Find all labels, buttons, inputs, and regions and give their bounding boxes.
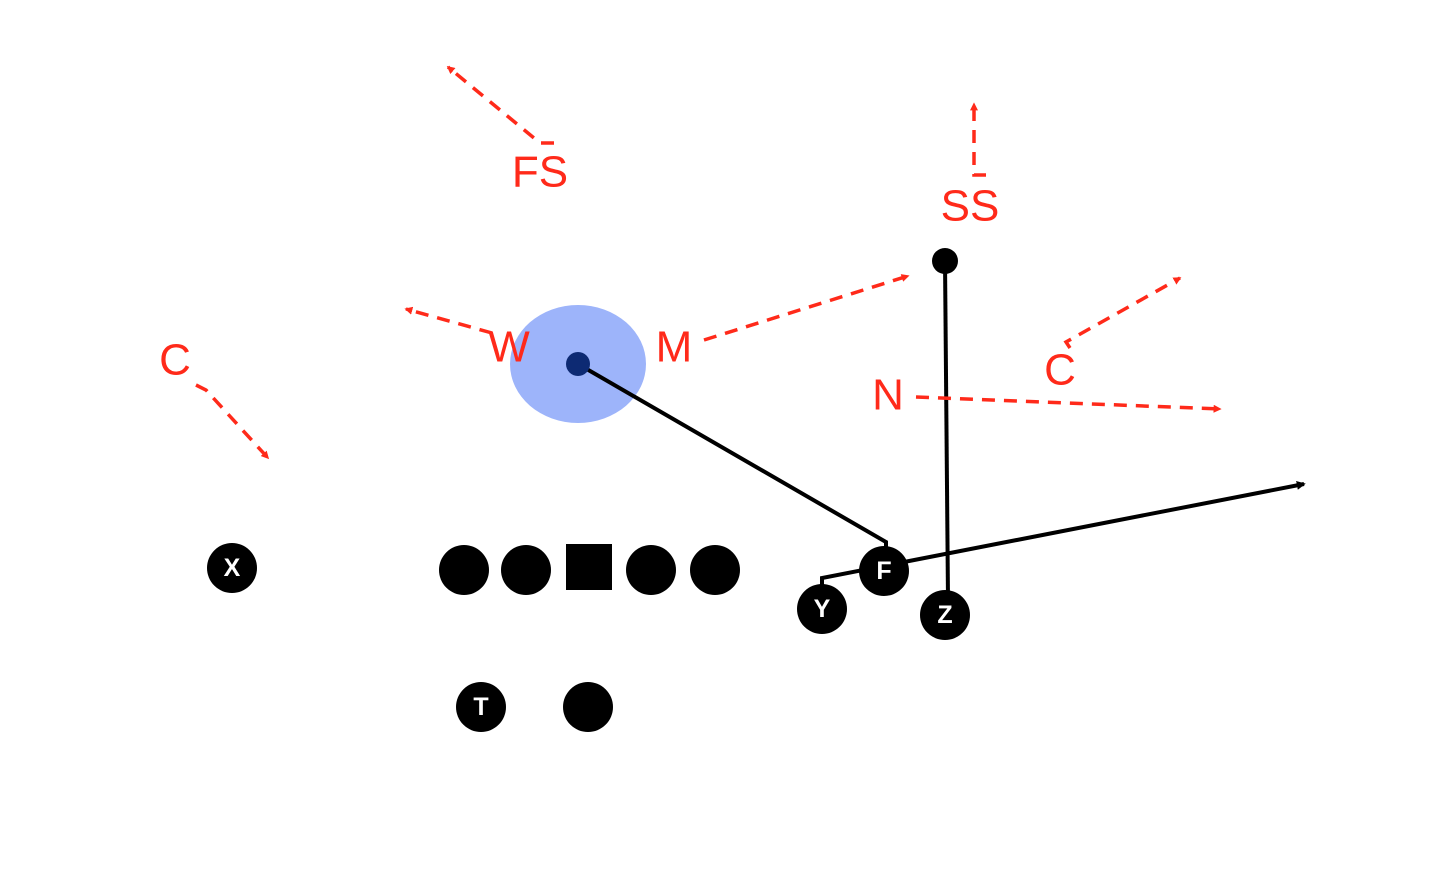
player-z: Z — [920, 590, 970, 640]
player-f-label: F — [876, 557, 891, 585]
right-guard — [626, 545, 676, 595]
n-label: N — [872, 371, 904, 420]
left-tackle — [439, 545, 489, 595]
player-y: Y — [797, 584, 847, 634]
f-route-post-to-read — [576, 362, 888, 552]
m-drop-route — [703, 274, 910, 342]
z-route-vertical — [943, 260, 950, 601]
fs-label: FS — [512, 148, 568, 197]
player-x: X — [207, 543, 257, 593]
n-drop-route — [915, 395, 1222, 413]
player-t: T — [456, 682, 506, 732]
c-left-label: C — [159, 336, 191, 385]
m-label: M — [656, 323, 693, 372]
center — [566, 544, 612, 590]
ss-label: SS — [941, 182, 1000, 231]
w-drop-route — [404, 306, 493, 335]
quarterback — [563, 682, 613, 732]
z-route-end-dot — [932, 248, 958, 274]
c-right-drop-route — [1063, 276, 1182, 349]
read-end-dot — [566, 352, 590, 376]
player-x-label: X — [224, 554, 241, 582]
c-right-label: C — [1044, 346, 1076, 395]
ss-drop-route — [970, 102, 986, 177]
player-f: F — [859, 546, 909, 596]
w-label: W — [488, 323, 530, 372]
fs-drop-route — [446, 65, 554, 145]
player-z-label: Z — [937, 601, 952, 629]
player-t-label: T — [473, 693, 488, 721]
player-y-label: Y — [814, 595, 831, 623]
left-guard — [501, 545, 551, 595]
c-left-drop-route — [195, 383, 270, 460]
right-tackle — [690, 545, 740, 595]
